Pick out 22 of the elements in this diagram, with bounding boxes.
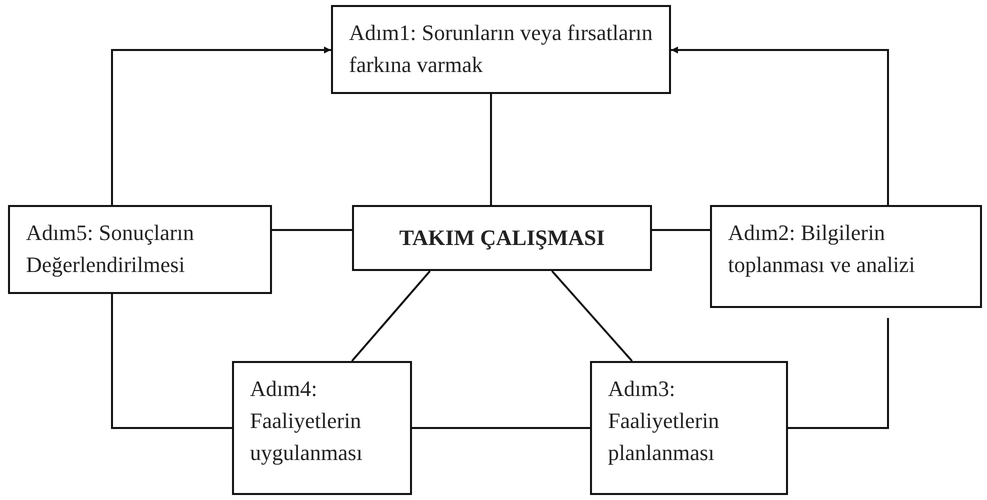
process-box — [232, 361, 412, 495]
box-text: Adım2: Bilgilerin toplanması ve analizi — [728, 219, 916, 279]
process-box — [331, 5, 671, 94]
arrow — [111, 46, 331, 205]
process-box — [710, 205, 982, 308]
box-text: Adım1: Sorunların veya fırsatların farkına varmak — [349, 19, 653, 79]
process-box — [352, 205, 652, 271]
connector-line — [652, 229, 710, 231]
connector-line — [788, 318, 889, 429]
connector-line — [351, 270, 431, 362]
process-box — [590, 361, 788, 495]
box-text: Adım5: Sonuçların Değerlendirilmesi — [26, 219, 196, 279]
connector-line — [412, 427, 590, 429]
connector-line — [490, 94, 492, 205]
box-text: Adım3: Faaliyetlerin planlanması — [608, 375, 720, 467]
connector-line — [111, 294, 232, 429]
box-text: Adım4: Faaliyetlerin uygulanması — [250, 375, 364, 467]
arrow — [671, 46, 889, 205]
connector-line — [551, 270, 633, 362]
connector-line — [272, 229, 352, 231]
box-text: TAKIM ÇALIŞMASI — [399, 224, 605, 252]
process-box — [8, 205, 272, 294]
